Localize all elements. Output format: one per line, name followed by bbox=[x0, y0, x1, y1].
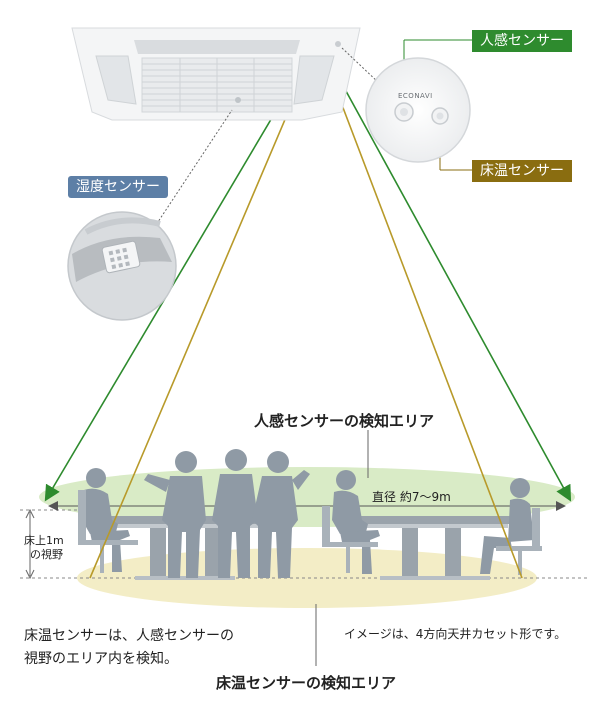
seated-person-left bbox=[78, 468, 138, 573]
sensor-zoom-leader bbox=[341, 47, 381, 85]
seated-person-right bbox=[480, 478, 542, 575]
humidity-zoom-leader bbox=[149, 109, 233, 235]
floor-sensor-line-right bbox=[317, 41, 523, 579]
floor-temp-sensor-tag: 床温センサー bbox=[472, 160, 572, 182]
sensor-zoom-circle bbox=[365, 57, 471, 163]
humidity-sensor-tag: 湿度センサー bbox=[68, 176, 168, 198]
floor-sensor-line-left bbox=[89, 41, 319, 579]
ceiling-cassette-ac-unit bbox=[71, 27, 361, 121]
floor-detect-area-label: 床温センサーの検知エリア bbox=[216, 674, 397, 692]
diameter-label: 直径 約7〜9m bbox=[372, 490, 451, 504]
human-sensor-tag: 人感センサー bbox=[472, 30, 572, 52]
image-note: イメージは、4方向天井カセット形です。 bbox=[344, 627, 567, 641]
seated-person-middle bbox=[322, 470, 380, 574]
standing-person-1 bbox=[144, 451, 206, 578]
human-sensor-line-right bbox=[317, 39, 572, 502]
floor-sensor-note-line1: 床温センサーは、人感センサーの bbox=[24, 628, 234, 644]
standing-person-2 bbox=[212, 449, 258, 578]
econavi-badge: ECONAVI bbox=[398, 92, 433, 100]
table-right bbox=[360, 516, 510, 580]
height-note-line1: 床上1m bbox=[24, 534, 64, 547]
humidity-sensor-zoom-circle bbox=[67, 211, 177, 321]
floor-sensor-note-line2: 視野のエリア内を検知。 bbox=[24, 651, 178, 667]
human-detect-area-label: 人感センサーの検知エリア bbox=[254, 412, 435, 430]
height-note-line2: の視野 bbox=[30, 548, 63, 561]
standing-person-3 bbox=[252, 451, 310, 578]
